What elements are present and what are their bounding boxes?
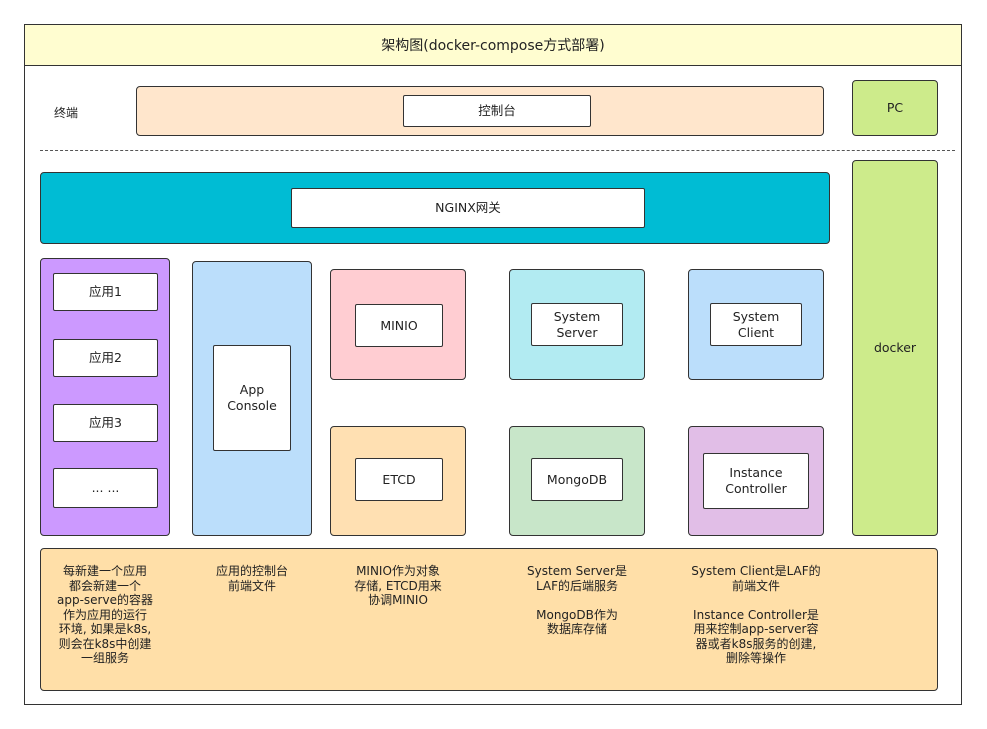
system-client-container: System Client: [688, 269, 824, 380]
app-item: 应用1: [53, 273, 158, 311]
app-console: App Console: [213, 345, 291, 451]
minio-container: MINIO: [330, 269, 466, 380]
terminal-label: 终端: [54, 106, 79, 120]
nginx-gateway: NGINX网关: [291, 188, 645, 228]
minio-box: MINIO: [355, 304, 443, 347]
instance-controller-box: Instance Controller: [703, 453, 809, 509]
note-client: System Client是LAF的 前端文件 Instance Control…: [691, 564, 821, 665]
etcd-container: ETCD: [330, 426, 466, 536]
system-server-box: System Server: [531, 303, 623, 346]
system-server-container: System Server: [509, 269, 645, 380]
divider-line: [40, 150, 955, 151]
app-item-more: ... ...: [53, 468, 158, 508]
system-client-box: System Client: [710, 303, 802, 346]
docker-box: docker: [852, 160, 938, 536]
note-minio: MINIO作为对象 存储, ETCD用来 协调MINIO: [354, 564, 442, 607]
diagram-title: 架构图(docker-compose方式部署): [24, 24, 962, 66]
instance-controller-container: Instance Controller: [688, 426, 824, 536]
nginx-container: NGINX网关: [40, 172, 830, 244]
app-item: 应用2: [53, 339, 158, 377]
note-apps: 每新建一个应用 都会新建一个 app-serve的容器 作为应用的运行 环境, …: [57, 564, 153, 665]
mongodb-box: MongoDB: [531, 458, 623, 501]
etcd-box: ETCD: [355, 458, 443, 501]
mongodb-container: MongoDB: [509, 426, 645, 536]
note-server: System Server是 LAF的后端服务 MongoDB作为 数据库存储: [527, 564, 627, 636]
pc-box: PC: [852, 80, 938, 136]
app-console-container: App Console: [192, 261, 312, 536]
notes-container: [40, 548, 938, 691]
app-item: 应用3: [53, 404, 158, 442]
note-console: 应用的控制台 前端文件: [215, 564, 288, 593]
console-box: 控制台: [403, 95, 591, 127]
apps-container: 应用1 应用2 应用3 ... ...: [40, 258, 170, 536]
terminal-container: 控制台: [136, 86, 824, 136]
